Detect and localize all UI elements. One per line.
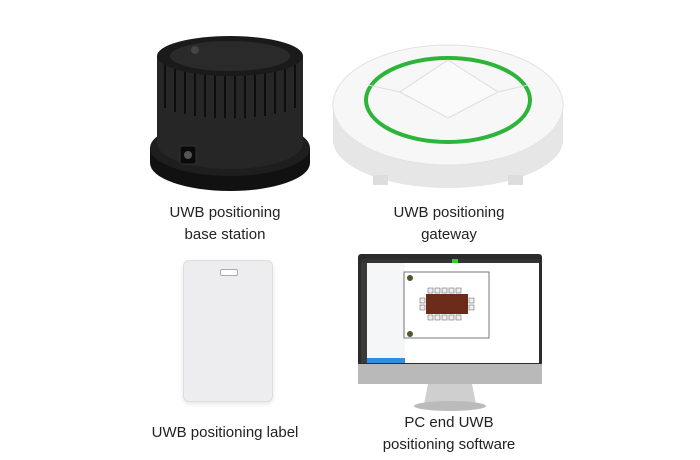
caption-line: positioning software: [382, 436, 516, 453]
software-caption: PC end UWB positioning software: [329, 412, 569, 456]
caption-line: UWB positioning: [393, 204, 505, 221]
caption-line: base station: [184, 226, 266, 243]
positioning-label-card: [183, 260, 273, 402]
caption-line: gateway: [421, 226, 477, 243]
label-caption: UWB positioning label: [105, 422, 345, 444]
base-station-image: [145, 28, 315, 198]
gateway-caption: UWB positioning gateway: [329, 202, 569, 246]
lanyard-slot: [220, 269, 238, 276]
base-station-caption: UWB positioning base station: [105, 202, 345, 246]
caption-line: UWB positioning label: [151, 424, 299, 441]
monitor-image: [358, 254, 542, 414]
caption-line: PC end UWB: [404, 414, 494, 431]
gateway-image: [328, 40, 568, 195]
caption-line: UWB positioning: [169, 204, 281, 221]
